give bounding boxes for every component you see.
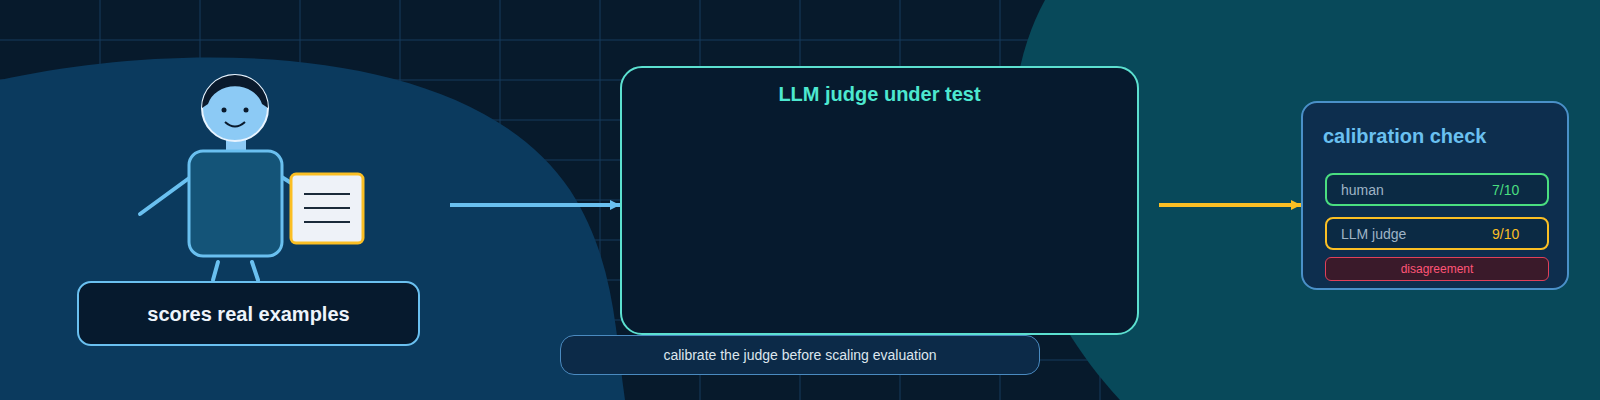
left-blob [0, 57, 625, 400]
hair [202, 75, 268, 108]
score-row: LLM judge 9/10 [1325, 217, 1549, 250]
body [189, 151, 282, 256]
check-panel: human 7/10LLM judge 9/10 disagreement calibr… [1301, 101, 1569, 290]
node-label: LLM judge [1341, 225, 1406, 242]
note-pill: calibrate the judge before scaling evalu… [560, 335, 1040, 375]
leg [252, 262, 258, 280]
label-frame: scores real examples [77, 281, 420, 346]
flow-arrow [1159, 203, 1301, 207]
node-label: human [1341, 181, 1384, 198]
doc-line [304, 207, 350, 209]
flow-arrow [450, 203, 620, 207]
doc-line [304, 193, 350, 195]
arm [140, 176, 192, 214]
node-label: LLM judge under test [778, 82, 980, 106]
eye [244, 108, 249, 113]
head [202, 75, 268, 141]
doc-line [304, 221, 350, 223]
node-label: scores real examples [147, 302, 349, 326]
actor-group: scores real examples [77, 66, 450, 346]
node-label: calibrate the judge before scaling evalu… [663, 347, 936, 364]
score-value: 7/10 [1492, 181, 1519, 198]
node-label: calibration check [1323, 124, 1486, 148]
leg [213, 262, 218, 280]
score-value: 9/10 [1492, 225, 1519, 242]
smile [225, 122, 245, 127]
document [291, 174, 363, 243]
status-badge: disagreement [1325, 257, 1549, 281]
node-label: disagreement [1401, 262, 1474, 276]
score-row: human 7/10 [1325, 173, 1549, 206]
eye [222, 108, 227, 113]
model-box: LLM judge under test [620, 66, 1139, 335]
person-figure [140, 75, 363, 280]
